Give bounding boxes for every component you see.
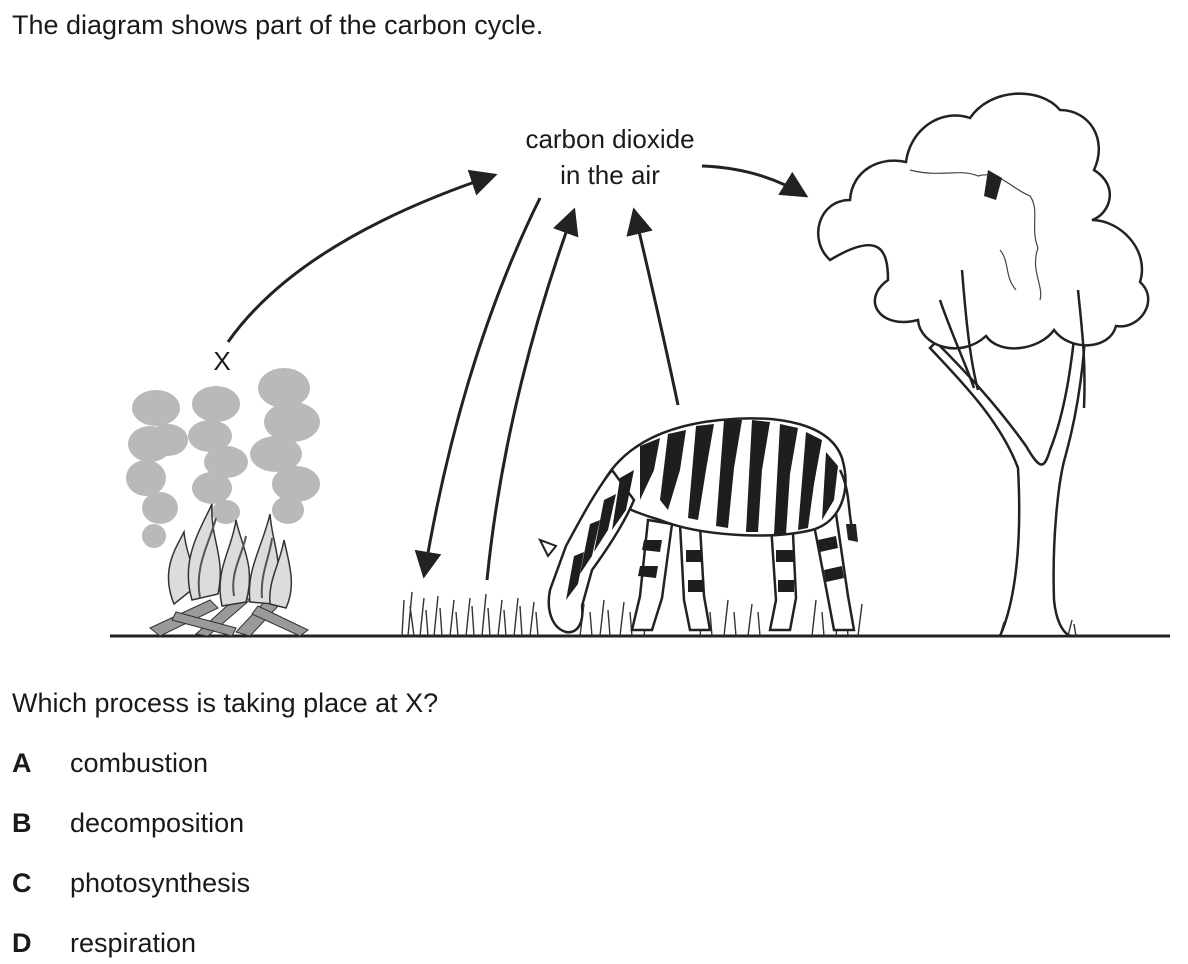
zebra-icon xyxy=(537,417,858,634)
arrow-grass-to-co2 xyxy=(485,207,579,581)
arrow-zebra-to-co2 xyxy=(626,207,680,406)
option-letter: B xyxy=(12,808,32,838)
option-text: decomposition xyxy=(70,808,245,838)
option-text: respiration xyxy=(70,928,197,958)
process-x-label: X xyxy=(213,346,230,376)
arrow-co2-to-grass xyxy=(414,197,542,579)
carbon-cycle-diagram: carbon dioxide in the air X xyxy=(110,92,1170,638)
co2-label-line1: carbon dioxide xyxy=(525,124,694,154)
option-letter: C xyxy=(12,868,32,898)
option-letter: A xyxy=(12,748,32,778)
smoke-icon xyxy=(126,368,320,548)
option-text: combustion xyxy=(70,748,209,778)
option-text: photosynthesis xyxy=(70,868,251,898)
arrow-fire-to-co2 xyxy=(226,169,498,343)
grass-icon xyxy=(401,591,1077,637)
co2-label-line2: in the air xyxy=(560,160,660,190)
option-letter: D xyxy=(12,928,32,958)
fire-icon xyxy=(149,503,309,637)
arrow-co2-to-tree xyxy=(701,164,809,198)
tree-icon xyxy=(816,92,1150,638)
intro-text: The diagram shows part of the carbon cyc… xyxy=(12,10,544,40)
question-text: Which process is taking place at X? xyxy=(12,688,439,718)
